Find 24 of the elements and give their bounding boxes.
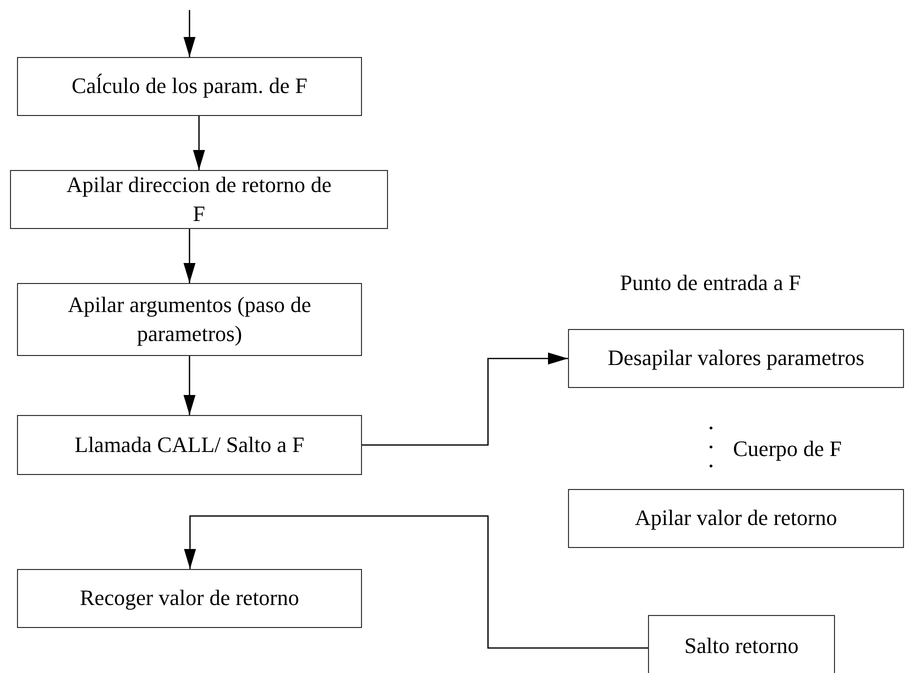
box-label: Desapilar valores parametros bbox=[608, 344, 864, 372]
box-label: Apilar valor de retorno bbox=[634, 504, 838, 532]
process-box bbox=[648, 615, 835, 673]
process-box bbox=[10, 170, 388, 229]
process-box bbox=[568, 489, 904, 548]
box-label: Caĺculo de los param. de F bbox=[72, 72, 308, 100]
arrow bbox=[184, 356, 196, 415]
box-label: Apilar direccion de retorno de F bbox=[65, 170, 333, 228]
annotation-text: Punto de entrada a F bbox=[620, 269, 801, 297]
process-box bbox=[17, 569, 362, 628]
box-label: Llamada CALL/ Salto a F bbox=[74, 430, 304, 459]
arrow bbox=[184, 515, 648, 649]
box-label: Apilar argumentos (paso de parametros) bbox=[66, 290, 312, 348]
annotation-text: Cuerpo de F bbox=[733, 435, 842, 463]
process-box bbox=[17, 57, 362, 116]
process-box bbox=[568, 329, 904, 388]
process-box bbox=[17, 283, 362, 356]
process-box bbox=[17, 415, 362, 475]
arrow bbox=[193, 116, 205, 170]
arrow bbox=[184, 229, 196, 283]
arrow bbox=[184, 10, 196, 57]
box-label: Salto retorno bbox=[684, 632, 799, 660]
box-label: Recoger valor de retorno bbox=[80, 584, 300, 612]
arrow bbox=[362, 352, 568, 446]
